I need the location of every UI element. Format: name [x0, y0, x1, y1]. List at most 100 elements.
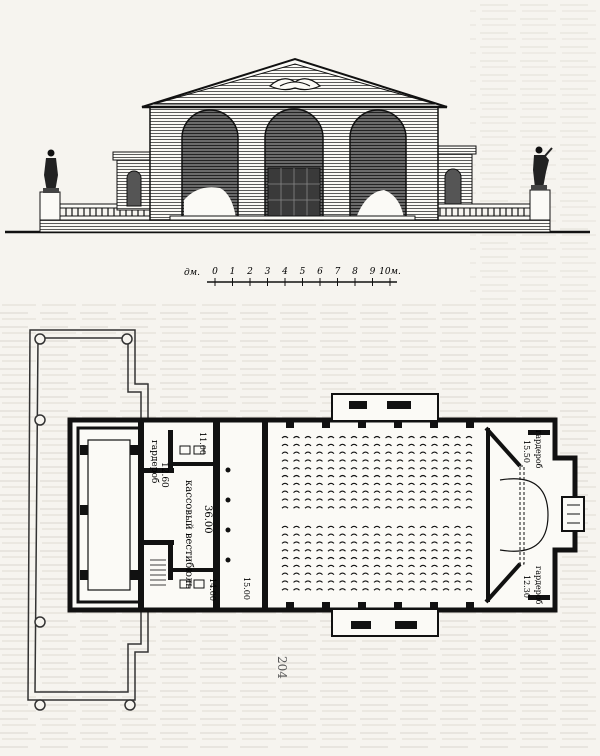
scale-tick-label: 1	[230, 267, 236, 277]
seat	[465, 451, 473, 455]
seat	[431, 572, 438, 576]
seat	[339, 580, 346, 583]
seat	[293, 474, 300, 478]
seat	[408, 490, 415, 494]
seat	[304, 443, 312, 447]
seat	[327, 498, 335, 501]
seat	[373, 474, 381, 478]
seat	[431, 467, 438, 470]
seat	[339, 467, 346, 470]
seat	[316, 459, 323, 462]
seat	[339, 482, 346, 486]
seat	[281, 443, 289, 447]
seat	[350, 525, 358, 529]
scale-tick-label: 7	[335, 267, 341, 277]
seat	[316, 435, 323, 439]
seat	[339, 533, 346, 537]
seat	[465, 482, 473, 486]
seat	[442, 549, 450, 552]
seat	[350, 588, 358, 591]
scale-tick-label: 6	[317, 267, 323, 277]
right-pavilion	[437, 145, 477, 207]
seat	[465, 572, 473, 576]
seat	[465, 498, 473, 501]
scale-tick-label: 0	[212, 267, 218, 277]
seat	[431, 451, 438, 455]
scale-tick-label: 3	[265, 267, 271, 277]
seat	[293, 525, 300, 529]
seat	[339, 490, 346, 494]
plinth	[39, 219, 551, 233]
seat	[362, 525, 369, 529]
seat	[431, 435, 438, 439]
seat	[408, 474, 415, 478]
seat	[350, 506, 358, 509]
seat	[293, 467, 300, 470]
main-portico	[141, 57, 448, 221]
seat	[431, 459, 438, 462]
seat	[454, 459, 461, 462]
seat	[327, 451, 335, 455]
seat	[362, 549, 369, 552]
scale-tick-label: 9	[370, 267, 376, 277]
seat	[362, 474, 369, 478]
seat	[362, 580, 369, 583]
scale-tick-label: 5	[300, 267, 306, 277]
seat	[385, 498, 392, 501]
seat	[281, 467, 289, 470]
seat	[431, 498, 438, 501]
seat	[454, 588, 461, 591]
seat	[419, 467, 427, 470]
seat	[350, 482, 358, 486]
cloakroom-left-label: гардероб	[149, 440, 160, 483]
seat	[385, 533, 392, 537]
seat	[385, 525, 392, 529]
seat	[442, 482, 450, 486]
seat	[419, 580, 427, 583]
seat	[281, 459, 289, 462]
seat	[442, 541, 450, 544]
seat	[465, 556, 473, 560]
margin-note: 204	[275, 656, 289, 679]
seat	[454, 467, 461, 470]
seat	[327, 541, 335, 544]
seat	[419, 474, 427, 478]
seat	[465, 443, 473, 447]
seat	[465, 459, 473, 462]
seat	[373, 443, 381, 447]
seat	[293, 556, 300, 560]
seat	[419, 572, 427, 576]
seat	[281, 490, 289, 494]
seat	[385, 572, 392, 576]
seat	[419, 556, 427, 560]
seat	[442, 467, 450, 470]
seat	[385, 459, 392, 462]
seat	[408, 580, 415, 583]
stage-right-top-label: гардероб	[534, 430, 543, 469]
seat	[316, 506, 323, 509]
seat	[419, 482, 427, 486]
seat	[408, 541, 415, 544]
seat	[396, 580, 404, 583]
seat	[465, 564, 473, 568]
seat	[327, 588, 335, 591]
seat	[442, 580, 450, 583]
seat	[327, 474, 335, 478]
seat	[281, 435, 289, 439]
seat	[350, 541, 358, 544]
seat	[373, 541, 381, 544]
seat	[316, 588, 323, 591]
seat	[385, 580, 392, 583]
seat	[316, 556, 323, 560]
seat	[454, 482, 461, 486]
seat	[327, 533, 335, 537]
seat	[293, 572, 300, 576]
seat	[327, 506, 335, 509]
seat	[316, 525, 323, 529]
left-pavilion	[112, 151, 151, 211]
seat	[316, 474, 323, 478]
seat	[293, 482, 300, 486]
seat	[339, 572, 346, 576]
